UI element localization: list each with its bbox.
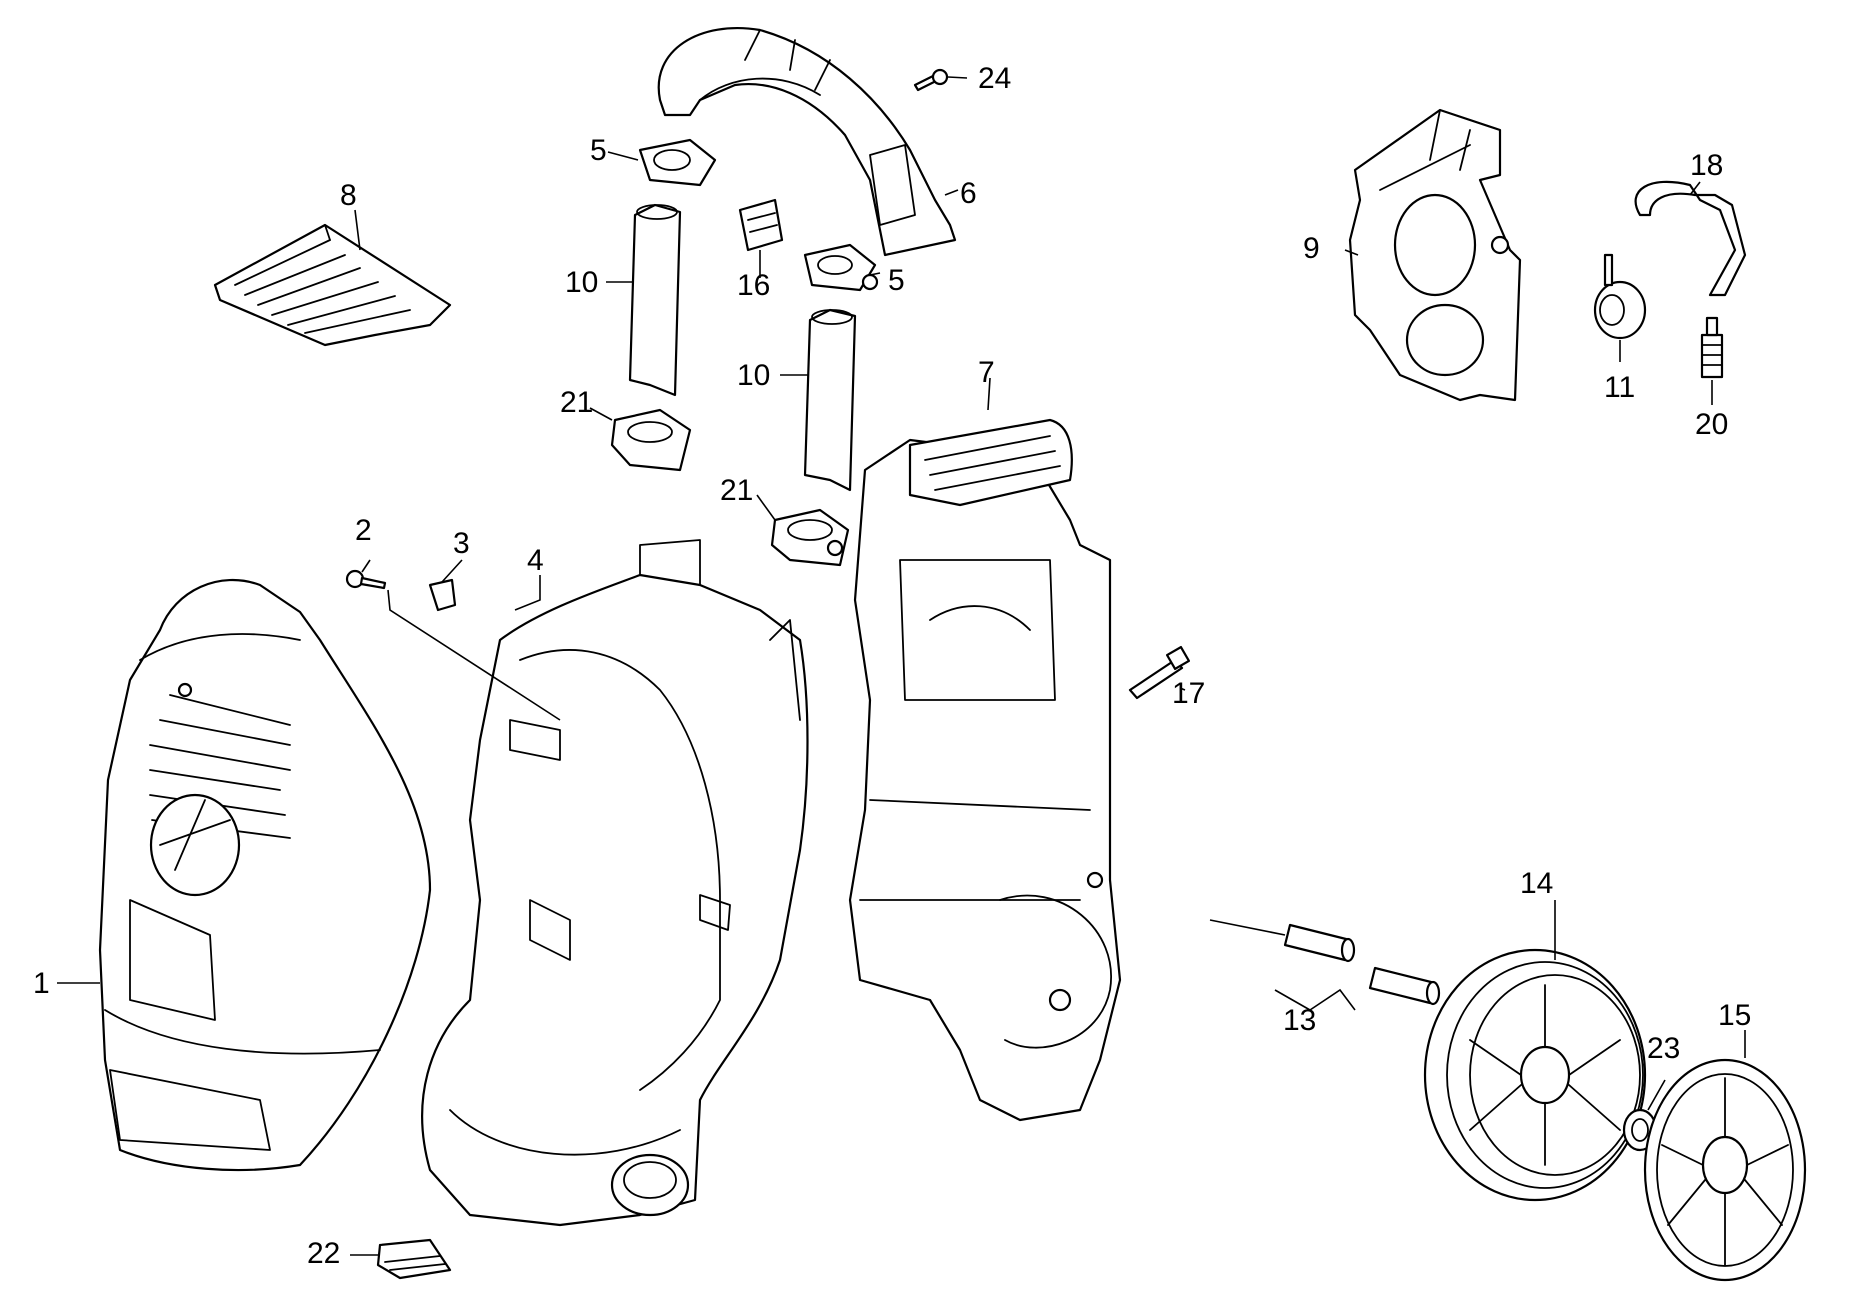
handle-tube-2-drawing — [803, 308, 857, 492]
callout-11: 11 — [1604, 371, 1635, 404]
handle-tube-cap-2-drawing — [803, 243, 879, 292]
callout-3: 3 — [453, 527, 470, 560]
front-housing-drawing — [421, 539, 809, 1227]
handle-tube-drawing — [628, 203, 682, 397]
callout-20: 20 — [1695, 408, 1728, 441]
front-cover-drawing — [98, 578, 432, 1172]
ventilation-grille-drawing — [213, 223, 452, 347]
leader-lines — [57, 76, 1746, 1256]
callout-24: 24 — [978, 62, 1011, 95]
callout-7: 7 — [978, 356, 995, 389]
handle-drawing — [657, 27, 957, 257]
bolt-drawing — [1128, 645, 1191, 700]
hose-connector-drawing — [1593, 253, 1647, 340]
retaining-clip-drawing — [738, 198, 784, 252]
handle-tube-cap-drawing — [638, 138, 717, 187]
callout-5a: 5 — [590, 134, 607, 167]
callout-23: 23 — [1647, 1032, 1680, 1065]
tube-socket-drawing — [610, 408, 692, 472]
tube-socket-2-drawing — [770, 508, 850, 567]
callout-16: 16 — [737, 269, 770, 302]
screw-2-drawing — [345, 569, 387, 590]
callout-4: 4 — [527, 544, 544, 577]
clip-3-drawing — [428, 578, 457, 612]
callout-10a: 10 — [565, 266, 598, 299]
callout-8: 8 — [340, 179, 357, 212]
callout-9: 9 — [1303, 232, 1320, 265]
callout-6: 6 — [960, 177, 977, 210]
callout-15: 15 — [1718, 999, 1751, 1032]
callout-labels: 1 2 3 4 5 5 6 7 8 9 10 10 11 13 14 15 16… — [33, 62, 1751, 1270]
callout-2: 2 — [355, 514, 372, 547]
callout-5b: 5 — [888, 264, 905, 297]
rear-housing-drawing — [848, 418, 1122, 1122]
hub-cap-drawing — [1643, 1058, 1807, 1282]
callout-1: 1 — [33, 967, 50, 1000]
axle-drawing — [1283, 923, 1441, 1006]
foot-pad-drawing — [376, 1238, 452, 1280]
callout-17: 17 — [1172, 677, 1205, 710]
hose-drawing — [1634, 180, 1747, 297]
hose-holder-plate-drawing — [1348, 108, 1522, 402]
callout-14: 14 — [1520, 867, 1553, 900]
callout-22: 22 — [307, 1237, 340, 1270]
callout-21a: 21 — [560, 386, 593, 419]
callout-18: 18 — [1690, 149, 1723, 182]
nozzle-drawing — [1700, 316, 1724, 379]
callout-13: 13 — [1283, 1004, 1316, 1037]
screw-24-drawing — [913, 68, 949, 92]
callout-21b: 21 — [720, 474, 753, 507]
callout-10b: 10 — [737, 359, 770, 392]
wheel-drawing — [1423, 948, 1647, 1202]
